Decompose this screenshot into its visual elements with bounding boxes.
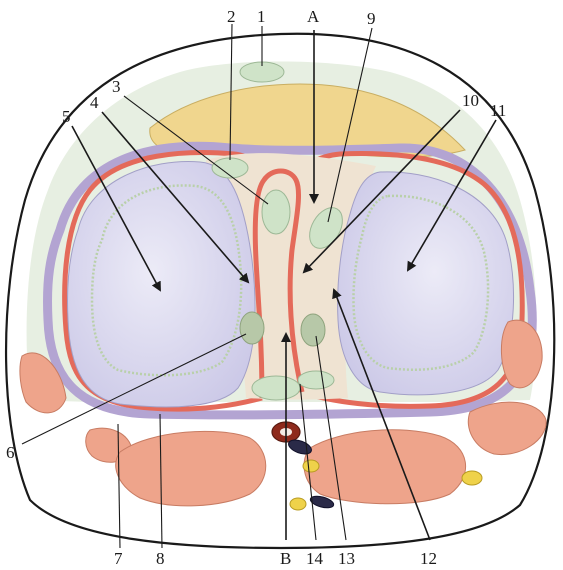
label-6: 6 — [6, 443, 15, 462]
muscle-paraspinal-right — [304, 430, 466, 504]
label-9: 9 — [367, 9, 376, 28]
label-12: 12 — [420, 549, 437, 568]
node-6 — [240, 312, 264, 344]
left-lung — [67, 162, 255, 407]
node-13 — [301, 314, 325, 346]
node-14-right — [298, 371, 334, 389]
label-3: 3 — [112, 77, 121, 96]
muscle-paraspinal-left — [116, 431, 266, 506]
label-14: 14 — [306, 549, 324, 568]
label-10: 10 — [462, 91, 479, 110]
nerve-1 — [303, 460, 319, 472]
label-13: 13 — [338, 549, 355, 568]
nerve-3 — [462, 471, 482, 485]
label-5: 5 — [62, 107, 71, 126]
thymus-node — [262, 190, 290, 234]
label-B: B — [280, 549, 291, 568]
label-A: A — [307, 7, 320, 26]
label-1: 1 — [257, 7, 266, 26]
nerve-2 — [290, 498, 306, 510]
label-7: 7 — [114, 549, 123, 568]
label-8: 8 — [156, 549, 165, 568]
label-4: 4 — [90, 93, 99, 112]
node-14-left — [252, 376, 300, 400]
label-2: 2 — [227, 7, 236, 26]
label-11: 11 — [490, 101, 506, 120]
